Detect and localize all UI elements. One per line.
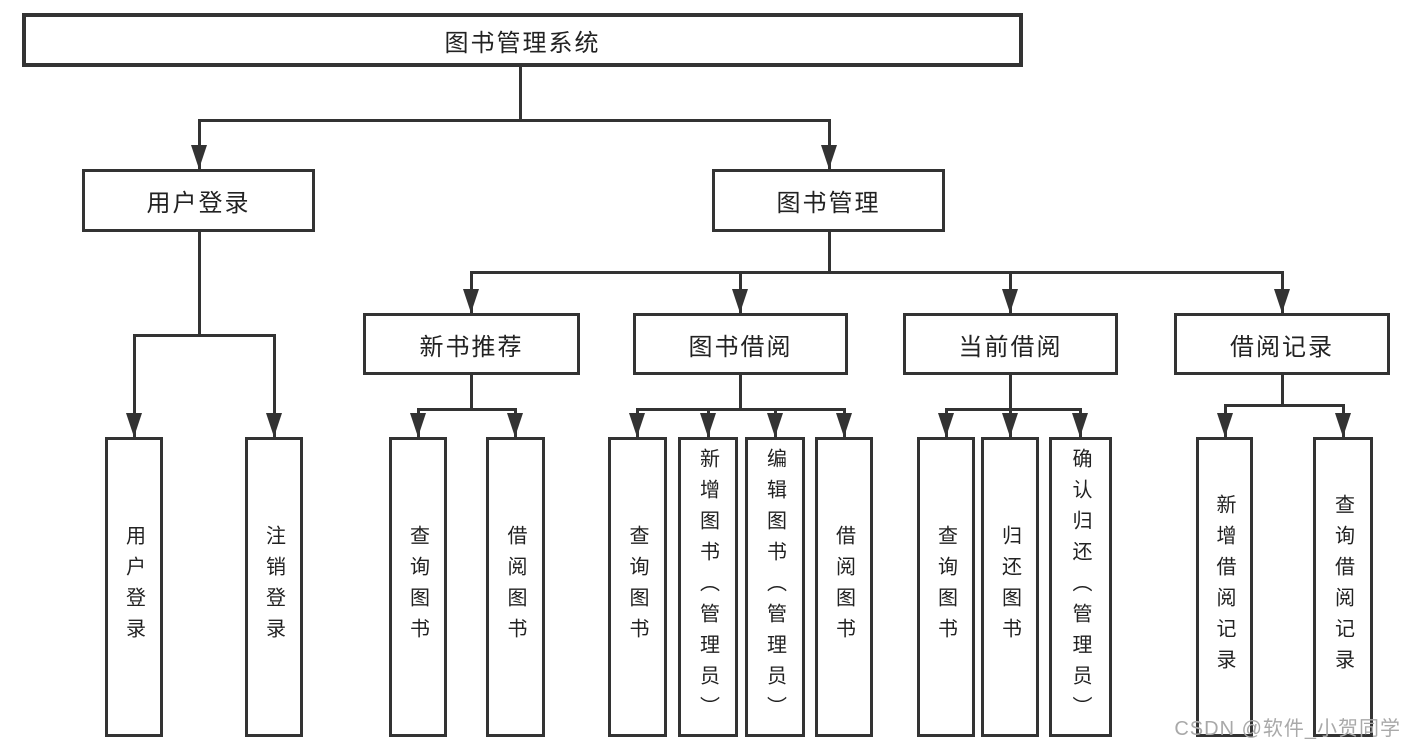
- arrowhead-down-icon: [1072, 413, 1088, 437]
- arrowhead-down-icon: [1002, 413, 1018, 437]
- connector-segment: [827, 232, 831, 272]
- node-label: 当前借阅: [958, 333, 1063, 361]
- node-label: 查询借阅记录: [1331, 494, 1354, 680]
- node-add-borrow-record: 新增借阅记录: [1196, 437, 1253, 737]
- connector-segment: [1223, 403, 1345, 407]
- node-label: 图书借阅: [688, 333, 793, 361]
- arrowhead-down-icon: [126, 413, 142, 437]
- arrowhead-down-icon: [1002, 289, 1018, 313]
- connector-segment: [416, 407, 517, 411]
- node-book-management: 图书管理: [712, 169, 945, 232]
- node-label: 图书管理系统: [444, 29, 601, 57]
- node-return-books: 归还图书: [981, 437, 1039, 737]
- node-borrow-books-recommend: 借阅图书: [486, 437, 545, 737]
- node-new-book-recommend: 新书推荐: [363, 313, 580, 375]
- node-borrowing-records: 借阅记录: [1174, 313, 1390, 375]
- connector-segment: [944, 407, 1082, 411]
- arrowhead-down-icon: [463, 289, 479, 313]
- connector-segment: [197, 118, 831, 122]
- arrowhead-down-icon: [821, 145, 837, 169]
- connector-segment: [1008, 375, 1012, 409]
- node-label: 新增借阅记录: [1213, 494, 1235, 680]
- node-label: 注销登录: [262, 525, 285, 649]
- connector-segment: [635, 407, 846, 411]
- node-book-borrowing: 图书借阅: [633, 313, 848, 375]
- node-label: 查询图书: [934, 525, 957, 649]
- node-query-books-borrow: 查询图书: [608, 437, 667, 737]
- node-borrow-books-leaf: 借阅图书: [815, 437, 873, 737]
- connector-segment: [272, 335, 276, 437]
- arrowhead-down-icon: [836, 413, 852, 437]
- node-user-login: 用户登录: [82, 169, 315, 232]
- node-user-login-leaf: 用户登录: [105, 437, 163, 737]
- node-add-books-admin: 新增图书（管理员）: [678, 437, 738, 737]
- node-label: 新增图书（管理员）: [696, 447, 719, 727]
- node-edit-books-admin: 编辑图书（管理员）: [745, 437, 805, 737]
- node-label: 编辑图书（管理员）: [763, 447, 786, 727]
- connector-segment: [738, 375, 742, 409]
- connector-segment: [469, 270, 1284, 274]
- node-label: 借阅记录: [1230, 333, 1334, 361]
- node-label: 借阅图书: [832, 525, 855, 649]
- connector-segment: [518, 67, 522, 120]
- node-label: 查询图书: [626, 525, 648, 649]
- arrowhead-down-icon: [191, 145, 207, 169]
- node-label: 图书管理: [776, 190, 881, 217]
- node-label: 用户登录: [122, 525, 145, 649]
- arrowhead-down-icon: [1274, 289, 1290, 313]
- arrowhead-down-icon: [266, 413, 282, 437]
- connector-segment: [132, 333, 276, 337]
- node-system-root: 图书管理系统: [22, 13, 1023, 67]
- node-label: 新书推荐: [419, 333, 524, 361]
- connector-segment: [469, 375, 473, 409]
- node-current-borrowing: 当前借阅: [903, 313, 1118, 375]
- connector-segment: [132, 335, 136, 437]
- arrowhead-down-icon: [1217, 413, 1233, 437]
- node-query-books-current: 查询图书: [917, 437, 975, 737]
- arrowhead-down-icon: [1335, 413, 1351, 437]
- arrowhead-down-icon: [700, 413, 716, 437]
- connector-segment: [827, 120, 831, 169]
- arrowhead-down-icon: [629, 413, 645, 437]
- csdn-watermark: CSDN @软件_小贺同学: [1174, 718, 1401, 740]
- node-query-borrow-record: 查询借阅记录: [1313, 437, 1373, 737]
- node-logout-leaf: 注销登录: [245, 437, 303, 737]
- arrowhead-down-icon: [767, 413, 783, 437]
- connector-segment: [197, 120, 201, 169]
- node-label: 查询图书: [406, 525, 429, 649]
- node-label: 归还图书: [998, 525, 1021, 649]
- node-label: 借阅图书: [504, 525, 526, 649]
- arrowhead-down-icon: [507, 413, 523, 437]
- arrowhead-down-icon: [732, 289, 748, 313]
- arrowhead-down-icon: [938, 413, 954, 437]
- connector-segment: [1280, 375, 1284, 405]
- node-confirm-return-admin: 确认归还（管理员）: [1049, 437, 1112, 737]
- node-label: 用户登录: [146, 190, 251, 217]
- node-label: 确认归还（管理员）: [1069, 447, 1091, 727]
- connector-segment: [197, 232, 201, 335]
- arrowhead-down-icon: [410, 413, 426, 437]
- node-query-books-recommend: 查询图书: [389, 437, 447, 737]
